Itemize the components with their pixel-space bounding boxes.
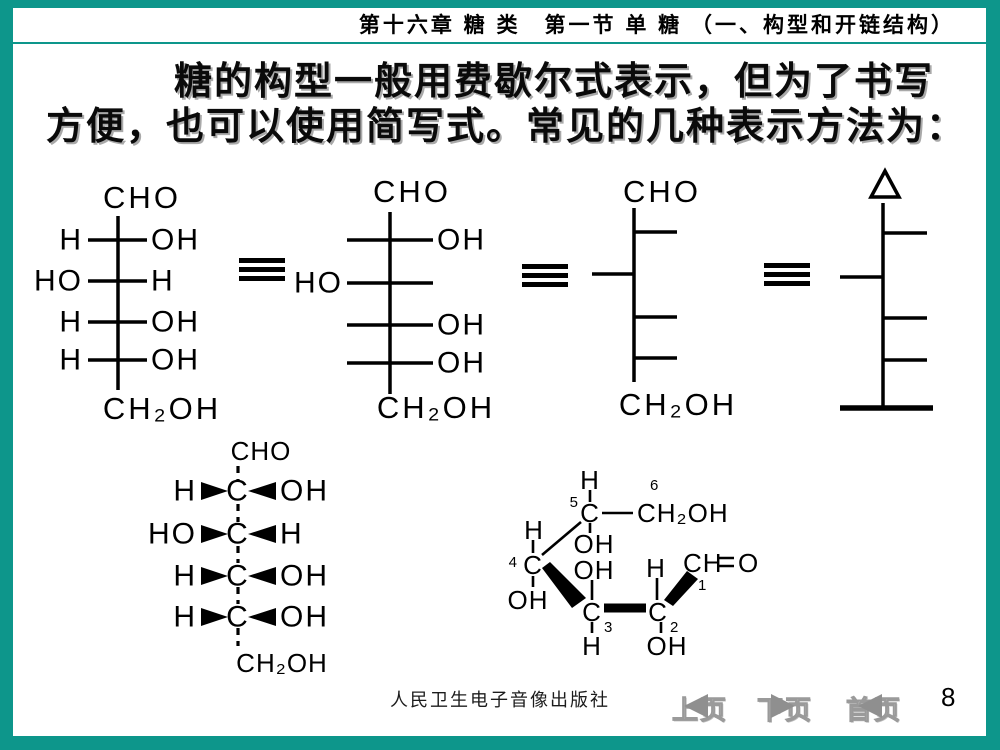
intro-line-1: 糖的构型一般用费歇尔式表示，但为了书写 — [174, 61, 935, 103]
atom-label: OH — [647, 631, 688, 661]
home-page-button[interactable]: 首页 — [845, 690, 906, 726]
atom-label: OH — [280, 601, 329, 634]
atom-label: CH₂OH — [236, 648, 328, 678]
carbon-label: C — [226, 560, 250, 593]
carbon-label: C — [582, 597, 602, 627]
carbon-number: 2 — [670, 619, 678, 636]
atom-label: H — [151, 265, 175, 298]
atom-label: HO — [34, 265, 83, 298]
atom-label: OH — [151, 306, 200, 339]
atom-label: CHO — [373, 174, 451, 209]
wedge-bond — [248, 608, 276, 626]
atom-label: OH — [151, 344, 200, 377]
atom-label: CH₂OH — [103, 391, 221, 426]
atom-label: OH — [437, 347, 486, 380]
atom-label: CH₂OH — [637, 498, 729, 528]
atom-label: H — [280, 518, 304, 551]
fischer-projection-full: CHO H HO H H OH H OH OH CH₂OH — [34, 180, 221, 426]
equivalence-icon — [764, 263, 810, 286]
fischer-shorthand-minimal — [840, 167, 933, 411]
carbon-label: C — [523, 550, 543, 580]
perspective-open-chain: H 5 C 6 CH₂OH OH H 4 C OH OH C 3 H C 2 H… — [508, 465, 759, 661]
wedge-bond — [201, 567, 228, 585]
slide-title: 第十六章 糖 类 第一节 单 糖 （一、构型和开链结构） — [358, 14, 955, 37]
atom-label: CHO — [623, 174, 701, 209]
atom-label: H — [59, 344, 83, 377]
atom-label: CHO — [231, 436, 292, 466]
carbon-label: C — [226, 518, 250, 551]
title-divider — [13, 42, 986, 44]
aldehyde-triangle-icon — [868, 167, 902, 199]
page-number: 8 — [941, 682, 956, 712]
prev-page-button[interactable]: 上页 — [671, 690, 732, 726]
atom-label: CH₂OH — [377, 390, 495, 425]
wedge-bond — [201, 525, 228, 543]
atom-label: OH — [437, 224, 486, 257]
slide-background — [13, 8, 986, 736]
next-page-button[interactable]: 下页 — [756, 690, 817, 726]
carbon-label: C — [648, 597, 668, 627]
atom-label: OH — [280, 475, 329, 508]
atom-label: H — [173, 601, 197, 634]
atom-label: H — [173, 560, 197, 593]
fischer-shorthand-lines: CHO CH₂OH — [592, 174, 737, 422]
atom-label: CHO — [103, 180, 181, 215]
atom-label: H — [524, 515, 544, 545]
carbon-number: 5 — [570, 494, 578, 511]
atom-label: H — [580, 465, 600, 495]
next-page-arrow-icon — [771, 694, 795, 718]
wedge-bond — [201, 608, 228, 626]
atom-label: OH — [437, 309, 486, 342]
atom-label: O — [738, 548, 759, 578]
wedge-bond — [248, 525, 276, 543]
atom-label: H — [646, 553, 666, 583]
carbon-number: 3 — [604, 619, 612, 636]
prev-page-arrow-icon — [684, 694, 708, 718]
atom-label: HO — [148, 518, 197, 551]
atom-label: CH — [683, 548, 723, 578]
wedge-bond — [664, 571, 698, 606]
atom-label: OH — [574, 529, 615, 559]
atom-label: H — [173, 475, 197, 508]
intro-paragraph: 糖的构型一般用费歇尔式表示，但为了书写 方便，也可以使用简写式。常见的几种表示方… — [14, 60, 986, 150]
wedge-bond — [201, 482, 228, 500]
fischer-projection-wedge: CHO C C C C H HO H H OH H OH OH CH₂OH — [148, 436, 329, 678]
atom-label: OH — [151, 224, 200, 257]
bond — [541, 521, 582, 556]
atom-label: OH — [574, 555, 615, 585]
carbon-label: C — [226, 601, 250, 634]
home-page-arrow-icon — [858, 694, 882, 718]
carbon-number: 6 — [650, 477, 658, 494]
atom-label: OH — [508, 585, 549, 615]
wedge-bond — [248, 567, 276, 585]
atom-label: H — [582, 631, 602, 661]
intro-line-2: 方便，也可以使用简写式。常见的几种表示方法为： — [46, 106, 967, 148]
atom-label: CH₂OH — [619, 387, 737, 422]
equivalence-icon — [522, 264, 568, 287]
wedge-bond — [248, 482, 276, 500]
atom-label: HO — [294, 267, 343, 300]
wedge-bond — [542, 562, 586, 608]
atom-label: OH — [280, 560, 329, 593]
publisher-text: 人民卫生电子音像出版社 — [390, 690, 610, 710]
carbon-label: C — [580, 498, 600, 528]
atom-label: H — [59, 306, 83, 339]
equivalence-icon — [239, 258, 285, 281]
atom-label: H — [59, 224, 83, 257]
fischer-projection-no-h: CHO HO OH OH OH CH₂OH — [294, 174, 495, 425]
carbon-label: C — [226, 475, 250, 508]
carbon-number: 1 — [698, 577, 706, 594]
carbon-number: 4 — [509, 554, 517, 571]
